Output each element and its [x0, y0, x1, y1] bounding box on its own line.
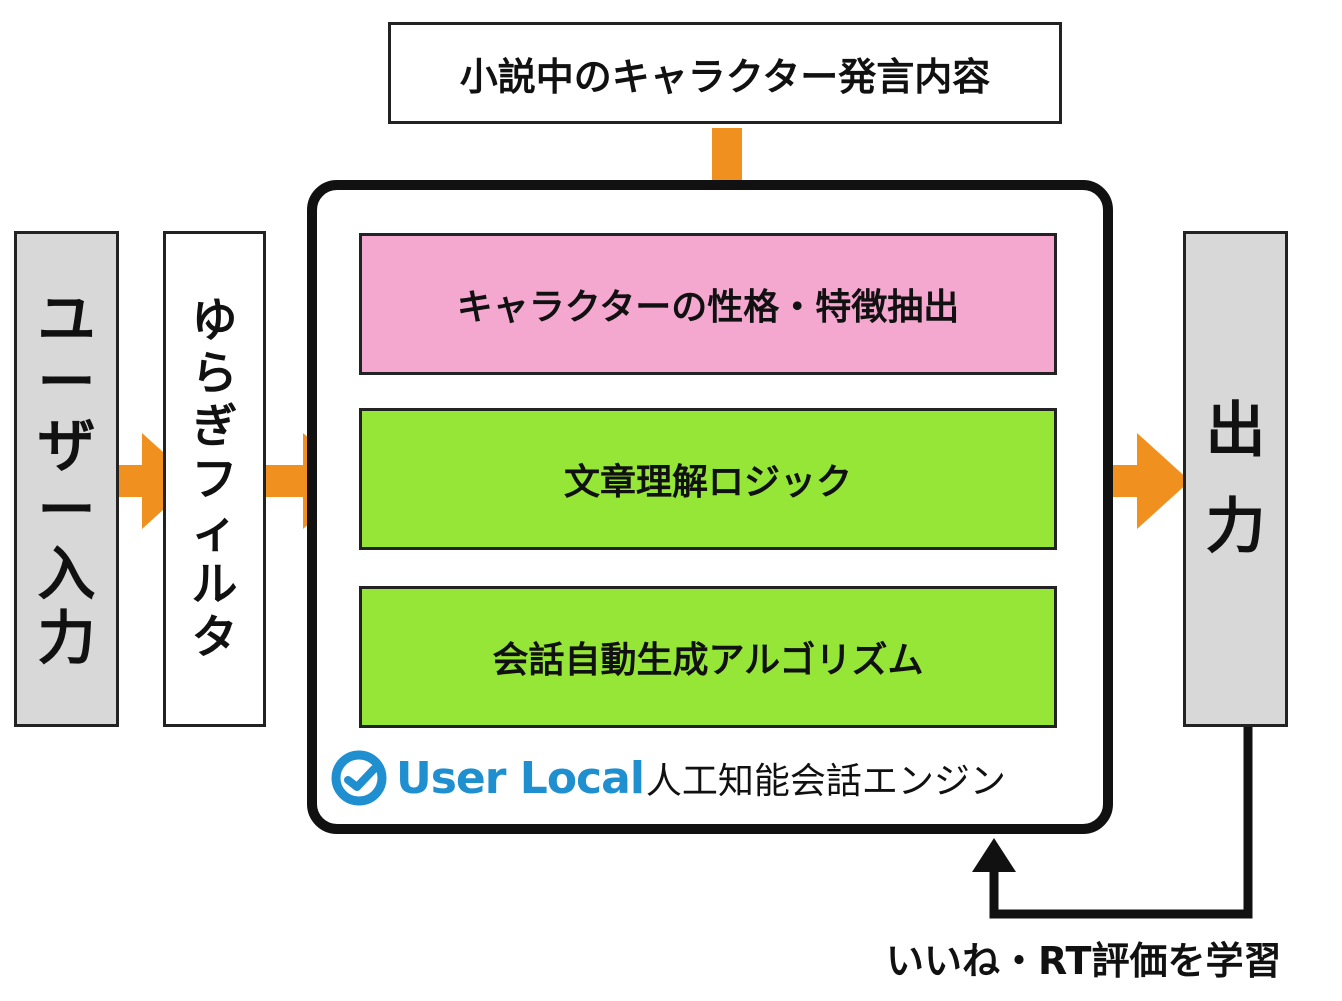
feedback-line [989, 727, 1253, 919]
filter-char: ゆ [191, 292, 238, 347]
module-text-understanding: 文章理解ロジック [359, 408, 1057, 550]
arrow-input-to-filter [92, 433, 195, 529]
user-input-char: ー [37, 476, 96, 544]
fluctuation-filter-box: ゆ ら ぎ フ ィ ル タ [163, 231, 266, 727]
engine-label: 人工知能会話エンジン [645, 761, 1006, 802]
filter-char: ぎ [191, 398, 238, 453]
module-label: 文章理解ロジック [563, 462, 852, 503]
user-input-char: 力 [37, 603, 96, 672]
arrow-engine-to-output [1085, 433, 1190, 529]
user-input-char: 入 [37, 539, 96, 608]
module-conversation-generation: 会話自動生成アルゴリズム [359, 586, 1057, 728]
feedback-arrowhead [972, 838, 1016, 872]
feedback-label: いいね・RT評価を学習 [886, 939, 1282, 983]
filter-char: ら [191, 345, 238, 400]
engine-brand: User Local 人工知能会話エンジン [330, 748, 1006, 808]
output-box: 出 力 [1183, 231, 1288, 727]
user-input-char: ザ [37, 412, 96, 481]
user-input-box: ユ ー ザ ー 入 力 [14, 231, 119, 727]
character-dialogue-source-box: 小説中のキャラクター発言内容 [388, 22, 1062, 124]
source-label: 小説中のキャラクター発言内容 [459, 54, 991, 99]
filter-char: ィ [191, 504, 238, 559]
user-input-char: ユ [37, 284, 96, 353]
module-label: キャラクターの性格・特徴抽出 [456, 287, 960, 328]
output-char: 出 [1205, 396, 1266, 466]
filter-char: タ [191, 610, 238, 665]
module-character-extraction: キャラクターの性格・特徴抽出 [359, 233, 1057, 375]
filter-char: ル [191, 557, 238, 612]
brand-name: User Local [396, 752, 645, 804]
filter-char: フ [191, 451, 238, 506]
output-char: 力 [1205, 492, 1266, 562]
user-input-char: ー [37, 348, 96, 417]
user-local-logo-icon [331, 750, 387, 806]
arrow-filter-to-engine [250, 433, 357, 529]
module-label: 会話自動生成アルゴリズム [492, 640, 924, 681]
